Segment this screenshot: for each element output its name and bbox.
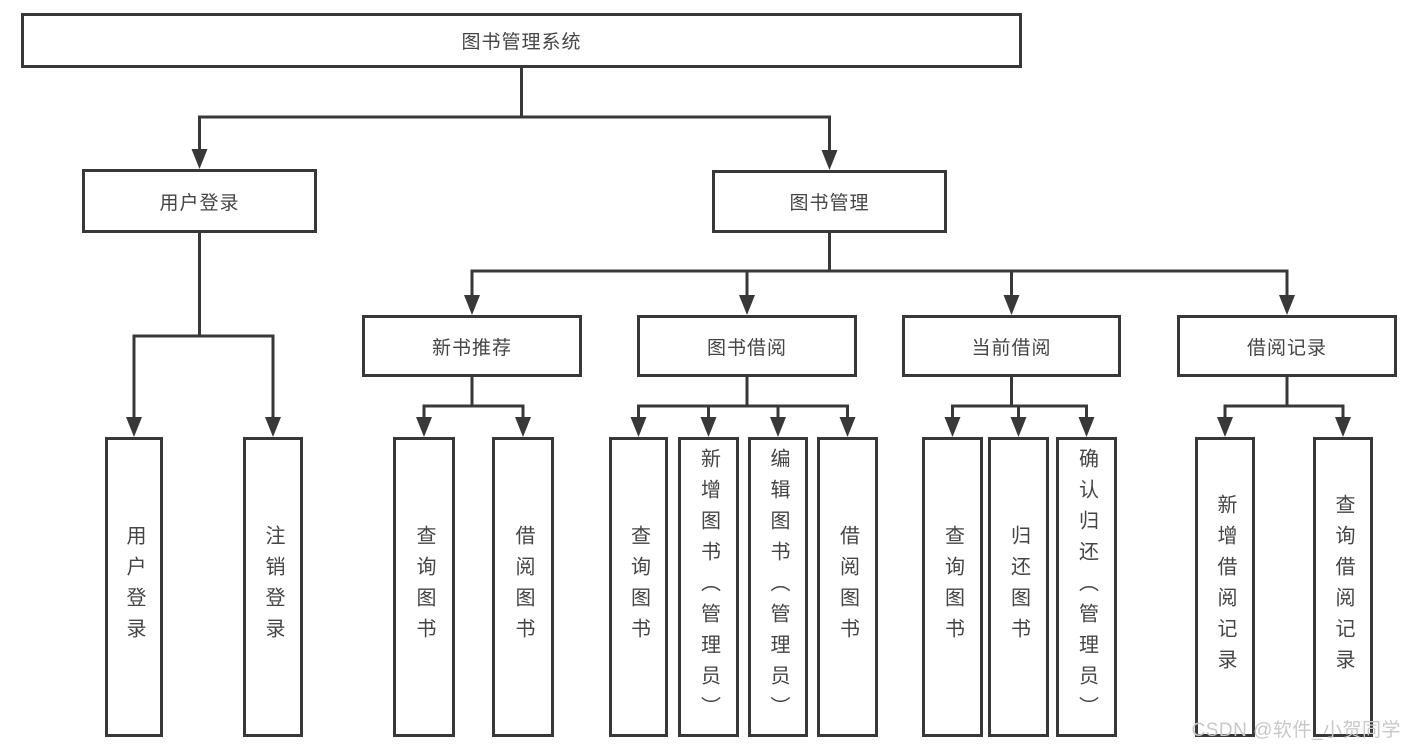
leaf-borrow-add-book: 新增图书（管理员） xyxy=(678,437,739,737)
node-borrow-records: 借阅记录 xyxy=(1177,315,1397,377)
node-book-mgmt-label: 图书管理 xyxy=(789,193,870,214)
arrowhead-icon xyxy=(515,417,531,437)
leaf-borrow-edit-book: 编辑图书（管理员） xyxy=(748,437,808,737)
arrowhead-icon xyxy=(839,417,856,437)
node-current-borrow-label: 当前借阅 xyxy=(971,337,1052,359)
leaf-label: 编辑图书（管理员） xyxy=(767,447,789,727)
arrowhead-icon xyxy=(944,417,961,437)
arrowhead-icon xyxy=(1010,417,1027,437)
arrowhead-icon xyxy=(1335,417,1351,437)
arrowhead-icon xyxy=(265,417,281,437)
arrowhead-icon xyxy=(821,150,838,170)
connector-records-branch xyxy=(1223,404,1345,423)
arrowhead-icon xyxy=(126,417,142,437)
arrowhead-icon xyxy=(1078,417,1095,437)
connector-bookborrow-branch xyxy=(637,404,849,423)
node-current-borrow: 当前借阅 xyxy=(902,315,1121,377)
leaf-newbooks-borrow: 借阅图书 xyxy=(492,437,554,737)
node-new-books: 新书推荐 xyxy=(362,315,582,377)
arrowhead-icon xyxy=(739,295,755,315)
leaf-newbooks-query: 查询图书 xyxy=(393,437,455,737)
leaf-records-query: 查询借阅记录 xyxy=(1313,437,1373,737)
leaf-label: 借阅图书 xyxy=(512,525,534,649)
csdn-watermark: CSDN @软件_小贺同学 xyxy=(1191,720,1401,741)
leaf-current-return: 归还图书 xyxy=(988,437,1049,737)
arrowhead-icon xyxy=(1279,295,1295,315)
node-user-login-label: 用户登录 xyxy=(159,192,240,214)
leaf-label: 新增借阅记录 xyxy=(1214,494,1236,680)
arrowhead-icon xyxy=(1217,417,1233,437)
leaf-label: 用户登录 xyxy=(123,525,145,649)
arrowhead-icon xyxy=(700,417,717,437)
leaf-label: 归还图书 xyxy=(1007,525,1030,649)
arrowhead-icon xyxy=(630,417,647,437)
node-book-borrow: 图书借阅 xyxy=(637,315,857,377)
leaf-records-add: 新增借阅记录 xyxy=(1195,437,1255,737)
leaf-label: 查询图书 xyxy=(627,525,650,649)
node-user-login: 用户登录 xyxy=(82,169,317,233)
connector-newbooks-branch xyxy=(422,404,525,423)
leaf-label: 借阅图书 xyxy=(836,525,859,649)
leaf-label: 查询借阅记录 xyxy=(1332,494,1354,680)
node-root-label: 图书管理系统 xyxy=(461,32,582,53)
node-borrow-records-label: 借阅记录 xyxy=(1246,337,1327,359)
leaf-borrow-query: 查询图书 xyxy=(609,437,668,737)
arrowhead-icon xyxy=(770,417,786,437)
leaf-user-login: 用户登录 xyxy=(105,437,163,737)
connector-root-branch xyxy=(198,115,831,155)
leaf-current-confirm-return: 确认归还（管理员） xyxy=(1056,437,1117,737)
connector-bookmgmt-branch xyxy=(470,269,1289,301)
arrowhead-icon xyxy=(464,295,480,315)
leaf-label: 新增图书（管理员） xyxy=(697,447,720,727)
arrowheads xyxy=(126,149,1351,437)
node-root: 图书管理系统 xyxy=(21,13,1022,68)
leaf-label: 查询图书 xyxy=(413,525,435,649)
leaf-label: 确认归还（管理员） xyxy=(1075,447,1098,727)
node-book-mgmt: 图书管理 xyxy=(712,170,947,233)
arrowhead-icon xyxy=(191,149,208,169)
leaf-current-query: 查询图书 xyxy=(922,437,983,737)
leaf-logout: 注销登录 xyxy=(243,437,303,737)
leaf-borrow-borrow-book: 借阅图书 xyxy=(817,437,878,737)
node-new-books-label: 新书推荐 xyxy=(431,337,512,359)
arrowhead-icon xyxy=(1003,295,1020,315)
node-book-borrow-label: 图书借阅 xyxy=(706,337,787,359)
leaf-label: 注销登录 xyxy=(262,525,284,649)
leaf-label: 查询图书 xyxy=(941,525,964,649)
arrowhead-icon xyxy=(416,417,432,437)
connector-userlogin-branch xyxy=(132,334,275,423)
